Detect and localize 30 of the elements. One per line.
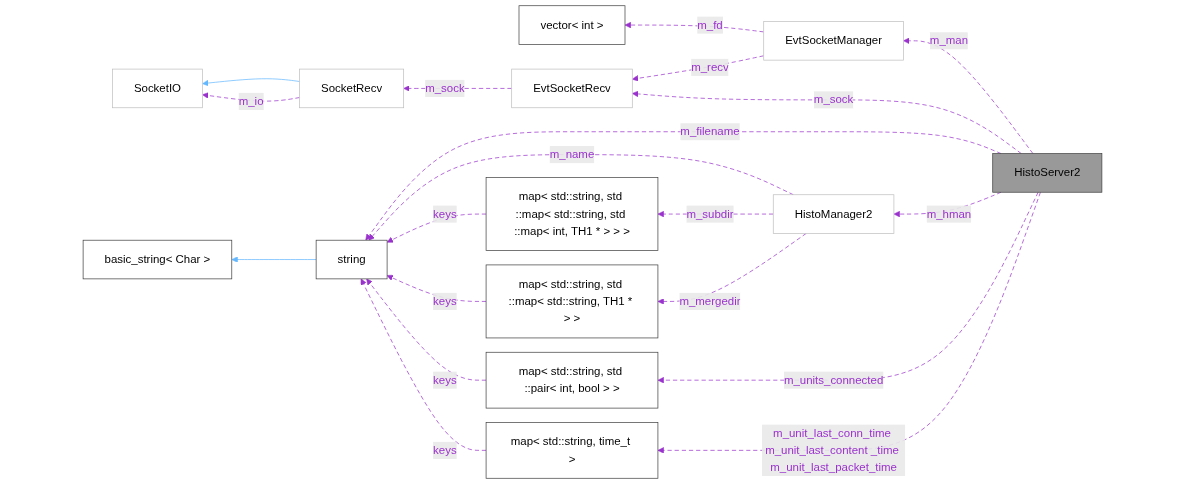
node-box: HistoServer2 bbox=[992, 153, 1103, 193]
node-box: string bbox=[315, 239, 388, 280]
edge-label: keys bbox=[433, 207, 457, 220]
edge-label: keys bbox=[433, 294, 457, 308]
node-box: HistoManager2 bbox=[772, 194, 895, 234]
node-box: EvtSocketManager bbox=[763, 21, 904, 61]
node-box: basic_string< Char > bbox=[82, 239, 233, 280]
edge-label: keys bbox=[433, 443, 457, 457]
edge-label: m_io bbox=[238, 94, 264, 108]
node-box: map< std::string, std ::map< std::string, TH1 * > > bbox=[485, 264, 659, 339]
edge-label: m_subdir bbox=[686, 207, 734, 220]
edge-label: keys bbox=[433, 373, 457, 386]
node-box: map< std::string, std ::map< std::string, std ::map< int, TH1 * > > > bbox=[485, 177, 659, 251]
edge-label: m_mergedir bbox=[679, 294, 741, 308]
edge-label: m_name bbox=[549, 148, 595, 161]
edge-label: m_filename bbox=[680, 125, 740, 138]
node-box: vector< int > bbox=[518, 5, 626, 45]
node-box: map< std::string, std ::pair< int, bool > > bbox=[485, 351, 659, 409]
edge-label: m_hman bbox=[926, 207, 972, 220]
edge-label: m_man bbox=[929, 34, 969, 47]
edge-label: m_fd bbox=[697, 18, 723, 31]
edge-label: m_sock bbox=[813, 93, 854, 106]
node-box: SocketRecv bbox=[299, 68, 405, 109]
edge-label: m_recv bbox=[691, 60, 729, 74]
edge-label: m_unit_last_conn_time m_unit_last_content _time m_unit_last_packet_time bbox=[765, 426, 899, 474]
edge-label: m_sock bbox=[425, 81, 465, 95]
edge-label: m_units_connected bbox=[783, 373, 884, 386]
node-box: SocketIO bbox=[112, 68, 203, 109]
node-box: EvtSocketRecv bbox=[511, 68, 633, 109]
node-box: map< std::string, time_t > bbox=[485, 422, 659, 479]
